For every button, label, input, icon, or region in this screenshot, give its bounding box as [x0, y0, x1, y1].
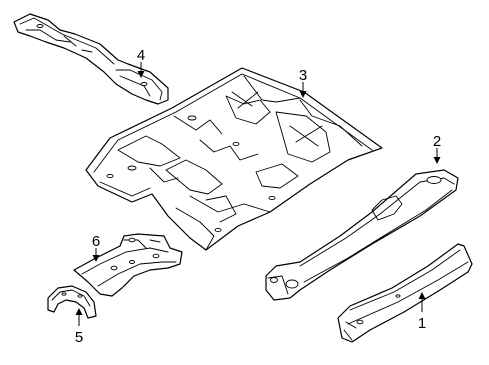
part-2-sill [265, 169, 459, 301]
callout-leaders [75, 62, 441, 326]
part-6-crossmember [73, 233, 183, 297]
callout-labels: 1 2 3 4 5 6 [75, 47, 441, 346]
part-4-rail [13, 13, 169, 105]
part-1-rocker [337, 243, 473, 343]
callout-4: 4 [137, 47, 145, 64]
callout-3: 3 [299, 67, 307, 84]
callout-6: 6 [92, 233, 100, 250]
callout-1: 1 [418, 315, 426, 332]
callout-5: 5 [75, 329, 83, 346]
part-3-floor-pan [85, 67, 383, 251]
part-5-bracket [47, 285, 97, 319]
callout-2: 2 [433, 133, 441, 150]
